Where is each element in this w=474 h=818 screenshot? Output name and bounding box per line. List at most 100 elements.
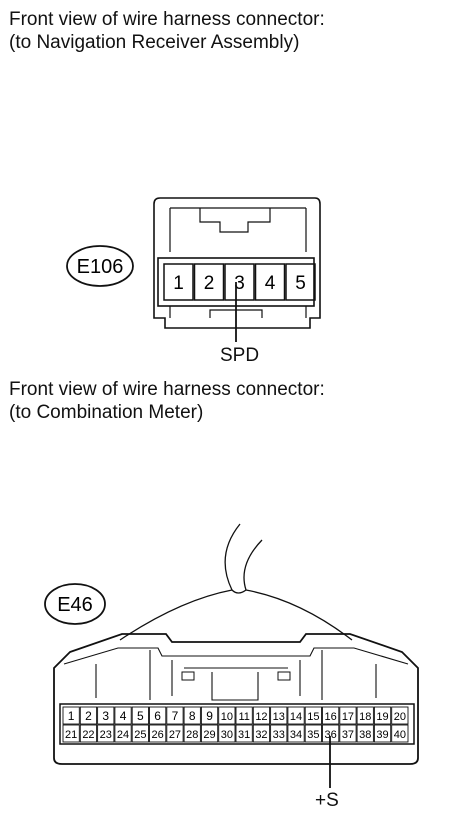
e106-housing xyxy=(153,197,321,329)
e46-pin-number: 34 xyxy=(290,729,302,741)
e46-pin-number: 19 xyxy=(376,711,388,723)
e46-pin-number: 17 xyxy=(342,711,354,723)
e46-pin-number: 36 xyxy=(325,729,337,741)
e46-pin-number: 3 xyxy=(102,709,109,723)
caption-line: (to Navigation Receiver Assembly) xyxy=(9,32,300,53)
spd-signal-label: SPD xyxy=(220,345,260,366)
e46-pin-number: 15 xyxy=(307,711,319,723)
e46-pin-cell xyxy=(79,706,98,725)
e46-pin-cell xyxy=(183,724,201,743)
e46-wire xyxy=(243,539,353,641)
e46-pin-number: 32 xyxy=(255,729,267,741)
e46-pin-cell xyxy=(62,724,80,743)
e46-pin-number: 35 xyxy=(307,729,319,741)
e106-pin-cell xyxy=(163,263,194,301)
e46-latch-tab xyxy=(181,671,195,681)
e106-pin-number: 3 xyxy=(234,273,245,294)
e46-pin-number: 11 xyxy=(238,711,249,723)
e106-pin-number: 2 xyxy=(204,273,215,294)
e46-pin-number: 31 xyxy=(238,729,250,741)
e46-pin-cell xyxy=(114,706,132,725)
e46-pin-cell xyxy=(183,706,201,725)
e46-wire-bundle xyxy=(231,589,247,594)
e46-pin-cell xyxy=(287,706,305,725)
e106-pin-cell xyxy=(193,263,225,301)
e46-pin-cell xyxy=(131,706,149,725)
meter-connector-caption: Front view of wire harness connector: (t… xyxy=(9,378,325,424)
e46-pin-number: 26 xyxy=(152,729,164,741)
e46-pin-cell xyxy=(97,706,115,725)
e46-pin-cell xyxy=(287,724,305,743)
e46-pin-number: 9 xyxy=(206,709,213,723)
e46-pin-number: 4 xyxy=(120,709,127,723)
e46-pin-cell xyxy=(235,706,253,725)
e46-pin-number: 28 xyxy=(186,729,198,741)
e46-wire xyxy=(119,523,241,641)
e46-pin-cell xyxy=(218,724,236,743)
e46-pin-number: 29 xyxy=(203,729,215,741)
e46-pin-number: 5 xyxy=(137,709,144,723)
e46-pin-cell xyxy=(373,724,392,743)
e46-pin-number: 30 xyxy=(221,729,233,741)
e46-pin-number: 24 xyxy=(117,729,129,741)
e46-pin-cell xyxy=(235,724,253,743)
e46-pin-number: 18 xyxy=(359,711,371,723)
e46-pin-number: 40 xyxy=(394,729,406,741)
e46-pin-cell xyxy=(166,706,184,725)
e106-latch xyxy=(199,208,271,233)
e46-pin-cell xyxy=(339,706,357,725)
e46-id-ellipse xyxy=(44,583,106,625)
e46-pin-number: 13 xyxy=(273,711,285,723)
e46-pin-cell xyxy=(79,724,98,743)
e46-pin-number: 37 xyxy=(342,729,354,741)
e46-pin-number: 27 xyxy=(169,729,181,741)
e46-pin-cell xyxy=(304,706,322,725)
e46-pin-cell xyxy=(391,706,409,725)
e46-pin-number: 6 xyxy=(154,709,161,723)
e46-latch xyxy=(171,660,301,701)
e46-ribs xyxy=(95,650,377,700)
e106-pin-number: 4 xyxy=(265,273,276,294)
e106-pin-cell xyxy=(224,263,255,301)
e46-pin-number: 25 xyxy=(134,729,146,741)
e106-inner-frame xyxy=(169,207,307,252)
plus-s-signal-label: +S xyxy=(315,790,339,811)
e46-pin-cell xyxy=(304,724,322,743)
e46-pin-number: 21 xyxy=(65,729,77,741)
e46-pin-number: 12 xyxy=(255,711,267,723)
e46-pin-number: 7 xyxy=(172,709,179,723)
e46-pin-cell xyxy=(200,724,219,743)
caption-line: Front view of wire harness connector: xyxy=(9,9,325,30)
e46-housing xyxy=(53,633,419,765)
e106-pin-number: 5 xyxy=(295,273,306,294)
navigation-connector-caption: Front view of wire harness connector: (t… xyxy=(9,8,325,54)
e46-pin-cell xyxy=(322,706,340,725)
e106-pin-number: 1 xyxy=(173,273,184,294)
e46-pin-number: 1 xyxy=(68,709,75,723)
e46-pin-cell xyxy=(252,724,271,743)
e46-pin-cell xyxy=(218,706,236,725)
e46-pin-number: 38 xyxy=(359,729,371,741)
e46-pin-number: 39 xyxy=(376,729,388,741)
e46-pin-number: 8 xyxy=(189,709,196,723)
e46-housing-lip xyxy=(63,647,409,665)
e46-pin-number: 10 xyxy=(221,711,233,723)
e46-latch-tab xyxy=(277,671,291,681)
e46-pin-number: 33 xyxy=(273,729,285,741)
e106-pin-cell xyxy=(254,263,286,301)
e46-pin-cell xyxy=(339,724,357,743)
e46-pin-cell xyxy=(166,724,184,743)
e46-pin-cell xyxy=(356,706,374,725)
e46-pin-block xyxy=(59,703,415,745)
e46-pin-cell xyxy=(270,706,288,725)
e46-pin-number: 2 xyxy=(85,709,92,723)
e46-pin-cell xyxy=(114,724,132,743)
caption-line: (to Combination Meter) xyxy=(9,402,204,423)
e46-pin-number: 22 xyxy=(82,729,94,741)
e46-pin-cell xyxy=(97,724,115,743)
e46-pin-number: 16 xyxy=(325,711,337,723)
e46-pin-cell xyxy=(149,724,167,743)
